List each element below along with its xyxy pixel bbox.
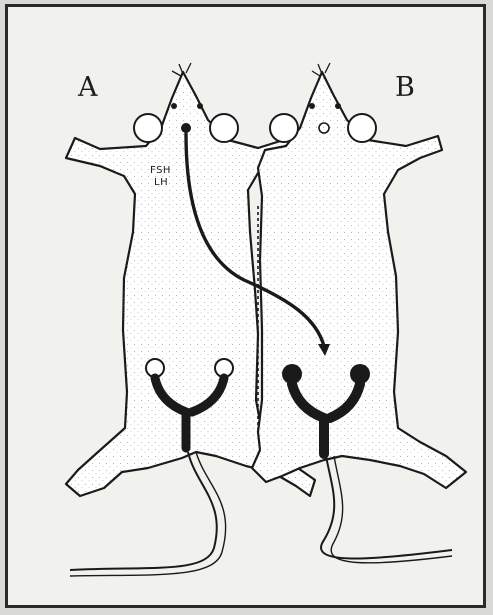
rat-b bbox=[252, 63, 466, 563]
rat-a-ear-right bbox=[210, 114, 238, 142]
label-fsh: FSH bbox=[150, 166, 171, 176]
rat-a-eye-right bbox=[197, 103, 203, 109]
rat-b-eye-right bbox=[335, 103, 341, 109]
rat-b-eye-left bbox=[309, 103, 315, 109]
label-animal-b: B bbox=[395, 74, 415, 101]
rat-a-ear-left bbox=[134, 114, 162, 142]
rat-b-ear-right bbox=[348, 114, 376, 142]
label-lh: LH bbox=[154, 178, 168, 188]
rat-a-eye-left bbox=[171, 103, 177, 109]
rat-b-ear-left bbox=[270, 114, 298, 142]
label-animal-a: A bbox=[78, 74, 98, 101]
rat-a-pituitary bbox=[181, 123, 191, 133]
